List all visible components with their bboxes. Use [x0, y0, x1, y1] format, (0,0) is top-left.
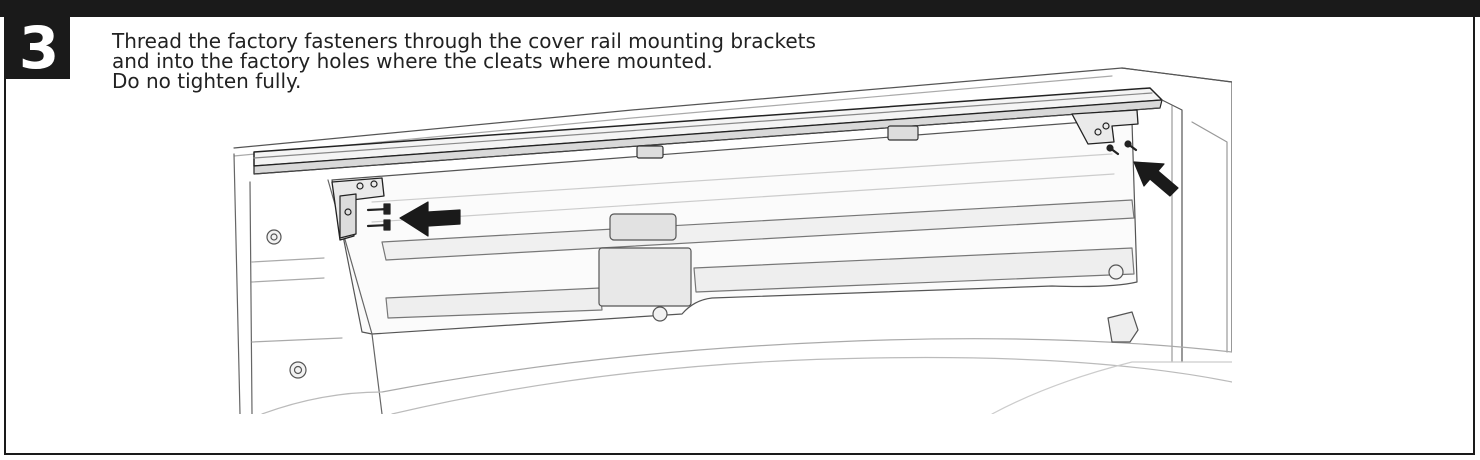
- wall-rib-mid: [385, 287, 603, 319]
- instruction-line-1: Thread the factory fasteners through the…: [112, 29, 816, 53]
- bed-corner-post: [1121, 67, 1232, 363]
- bed-floor: [381, 338, 1232, 393]
- wall-rib-upper: [381, 199, 1135, 261]
- left-mounting-bracket: [331, 177, 385, 241]
- instruction-line-3: Do no tighten fully.: [112, 69, 302, 93]
- center-latch-plate: [598, 247, 692, 307]
- step-number-badge: 3: [6, 17, 70, 79]
- left-arrow-icon: [399, 201, 461, 237]
- instruction-line-2: and into the factory holes where the cle…: [112, 49, 713, 73]
- right-mounting-bracket: [1071, 109, 1139, 145]
- left-fasteners: [366, 203, 391, 231]
- right-fasteners: [1106, 140, 1138, 156]
- instruction-text: Thread the factory fasteners through the…: [112, 31, 1012, 91]
- up-left-arrow-icon: [1133, 161, 1179, 197]
- step-number: 3: [18, 14, 59, 82]
- truck-bed-illustration: [233, 67, 1232, 414]
- top-bar: [0, 0, 1480, 17]
